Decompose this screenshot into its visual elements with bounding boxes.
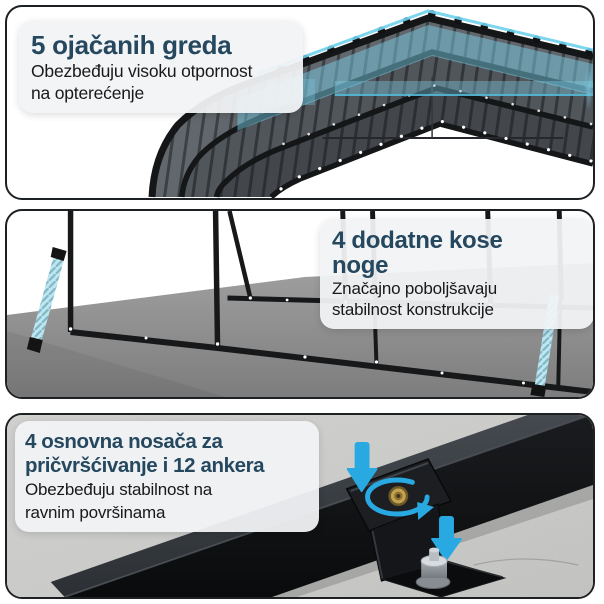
callout-heading: pričvršćivanje i 12 ankera <box>25 454 265 477</box>
callout-heading: 4 dodatne kose <box>332 227 503 254</box>
feature-panel-base-anchors: 4 osnovna nosača za pričvršćivanje i 12 … <box>5 413 595 599</box>
down-arrow-icon <box>431 516 462 561</box>
callout-diagonal-legs: 4 dodatne kose noge Značajno poboljšavaj… <box>320 219 593 329</box>
rotate-arrow-icon <box>365 477 435 520</box>
clamp-nut <box>388 486 409 506</box>
roof-arch-beams <box>148 14 593 198</box>
callout-body-line: Značajno poboljšavaju <box>332 279 497 298</box>
callout-base-anchors: 4 osnovna nosača za pričvršćivanje i 12 … <box>15 421 319 532</box>
feature-panel-diagonal-legs: 4 dodatne kose noge Značajno poboljšavaj… <box>5 209 595 399</box>
carport-roof-illustration <box>148 9 593 198</box>
callout-heading: 5 ojačanih greda <box>31 30 232 60</box>
ridge-screw-bumps <box>255 9 593 80</box>
callout-body-line: Obezbeđuju visoku otpornost <box>31 61 253 81</box>
callout-body-line: stabilnost konstrukcije <box>332 300 494 319</box>
screw-dots-mid <box>281 83 593 146</box>
anchor-bolt <box>415 547 451 589</box>
callout-body-line: ravnim površinama <box>25 502 166 522</box>
highlighted-brace-left <box>26 247 67 353</box>
callout-body-line: na opterećenje <box>31 82 144 103</box>
feature-panel-roof-beams: 5 ojačanih greda Obezbeđuju visoku otpor… <box>5 5 595 200</box>
cyan-glow-bleed <box>584 65 593 111</box>
ground-shade <box>7 331 226 397</box>
callout-heading: noge <box>332 252 389 279</box>
concrete-crack <box>473 558 579 566</box>
down-arrow-icon <box>346 442 378 492</box>
callout-roof-beams: 5 ojačanih greda Obezbeđuju visoku otpor… <box>19 21 303 113</box>
callout-heading: 4 osnovna nosača za <box>25 430 223 453</box>
callout-body-line: Obezbeđuju stabilnost na <box>25 480 213 499</box>
